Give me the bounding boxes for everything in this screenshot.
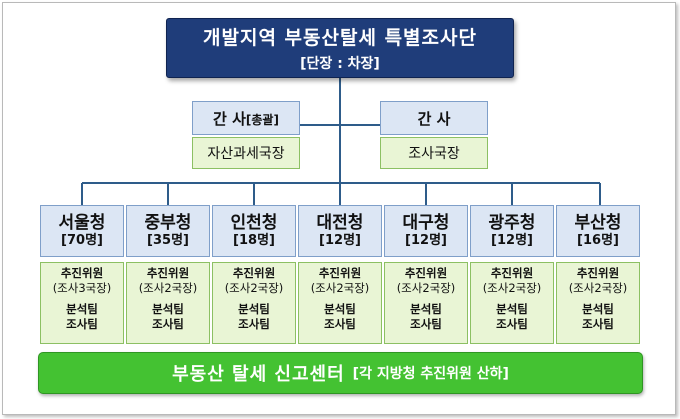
- region-lead: 추진위원: [576, 266, 620, 280]
- region-investigation-team: 조사팀: [152, 317, 184, 331]
- report-center-box: 부동산 탈세 신고센터 [각 지방청 추진위원 산하]: [38, 352, 643, 394]
- region-lead-note: (조사2국장): [482, 281, 542, 295]
- region-investigation-team: 조사팀: [582, 317, 614, 331]
- region-analysis-team: 분석팀: [152, 302, 184, 316]
- staff-general-holder-box: 자산과세국장: [192, 137, 300, 169]
- region-analysis-team: 분석팀: [66, 302, 98, 316]
- region-name: 대전청: [316, 213, 364, 233]
- region-name: 부산청: [574, 213, 622, 233]
- region-investigation-team: 조사팀: [324, 317, 356, 331]
- region-investigation-team: 조사팀: [410, 317, 442, 331]
- staff-secretary-holder: 조사국장: [408, 146, 460, 162]
- region-lead-note: (조사2국장): [310, 281, 370, 295]
- region-name: 대구청: [402, 213, 450, 233]
- region-lead-note: (조사3국장): [52, 281, 112, 295]
- region-analysis-team: 분석팀: [582, 302, 614, 316]
- region-staff-count: [35명]: [147, 233, 189, 248]
- region-analysis-team: 분석팀: [324, 302, 356, 316]
- task-force-subtitle: [단장 : 차장]: [300, 56, 380, 72]
- region-investigation-team: 조사팀: [238, 317, 270, 331]
- region-lead: 추진위원: [404, 266, 448, 280]
- region-name: 중부청: [144, 213, 192, 233]
- region-name: 서울청: [58, 213, 106, 233]
- report-center-note: [각 지방청 추진위원 산하]: [352, 366, 509, 382]
- staff-general-note: [총괄]: [245, 112, 279, 127]
- staff-general-holder: 자산과세국장: [207, 146, 285, 162]
- region-lead-note: (조사2국장): [396, 281, 456, 295]
- region-staff-count: [12명]: [405, 233, 447, 248]
- region-header-7: 부산청[16명]: [556, 205, 640, 257]
- report-center-title: 부동산 탈세 신고센터: [172, 364, 345, 385]
- region-header-6: 광주청[12명]: [470, 205, 554, 257]
- staff-general-box: 간 사[총괄]: [192, 101, 300, 135]
- region-staff-count: [16명]: [577, 233, 619, 248]
- task-force-head-box: 개발지역 부동산탈세 특별조사단 [단장 : 차장]: [166, 18, 514, 78]
- region-lead: 추진위원: [490, 266, 534, 280]
- staff-secretary-box: 간 사: [380, 101, 488, 135]
- region-name: 인천청: [230, 213, 278, 233]
- region-analysis-team: 분석팀: [238, 302, 270, 316]
- staff-general-role: 간 사: [213, 109, 246, 128]
- region-analysis-team: 분석팀: [496, 302, 528, 316]
- region-lead-note: (조사2국장): [568, 281, 628, 295]
- staff-secretary-role: 간 사: [417, 109, 451, 128]
- region-staff-count: [12명]: [319, 233, 361, 248]
- region-lead-note: (조사2국장): [224, 281, 284, 295]
- region-staff-count: [18명]: [233, 233, 275, 248]
- region-staff-count: [12명]: [491, 233, 533, 248]
- task-force-title: 개발지역 부동산탈세 특별조사단: [203, 27, 477, 49]
- region-lead: 추진위원: [232, 266, 276, 280]
- region-lead: 추진위원: [318, 266, 362, 280]
- region-analysis-team: 분석팀: [410, 302, 442, 316]
- region-lead-note: (조사2국장): [138, 281, 198, 295]
- region-header-2: 중부청[35명]: [126, 205, 210, 257]
- region-lead: 추진위원: [146, 266, 190, 280]
- region-lead: 추진위원: [60, 266, 104, 280]
- staff-secretary-holder-box: 조사국장: [380, 137, 488, 169]
- region-header-5: 대구청[12명]: [384, 205, 468, 257]
- region-staff-count: [70명]: [61, 233, 103, 248]
- region-investigation-team: 조사팀: [66, 317, 98, 331]
- region-name: 광주청: [488, 213, 536, 233]
- region-investigation-team: 조사팀: [496, 317, 528, 331]
- region-header-1: 서울청[70명]: [40, 205, 124, 257]
- region-header-3: 인천청[18명]: [212, 205, 296, 257]
- region-header-4: 대전청[12명]: [298, 205, 382, 257]
